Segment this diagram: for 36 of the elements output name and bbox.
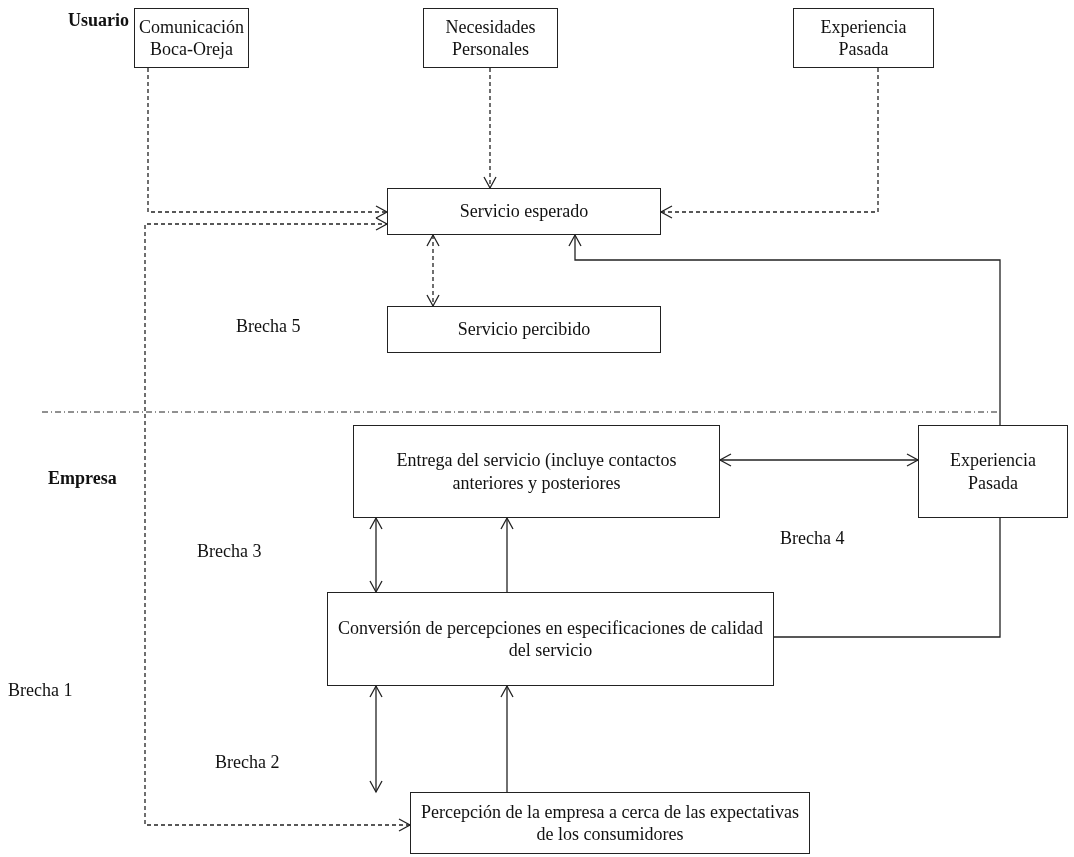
gap-label: Brecha 5	[236, 316, 301, 337]
gap-label: Brecha 2	[215, 752, 280, 773]
section-heading: Usuario	[68, 10, 129, 31]
arrow	[568, 234, 1001, 426]
box-label: Experiencia Pasada	[949, 449, 1037, 494]
process-box	[918, 425, 1068, 518]
process-box	[327, 592, 774, 686]
arrow	[369, 685, 383, 793]
arrow	[144, 217, 411, 832]
arrow	[147, 67, 388, 219]
process-box	[410, 792, 810, 854]
box-label: Servicio esperado	[459, 200, 589, 223]
box-label: Percepción de la empresa a cerca de las expectativas de los consumidores	[420, 800, 800, 846]
box-label: Entrega del servicio (incluye contactos anteriores y posteriores	[395, 449, 678, 494]
process-box	[353, 425, 720, 518]
arrow	[483, 67, 497, 189]
arrow	[660, 67, 879, 219]
gap-label: Brecha 1	[8, 680, 73, 701]
box-label: Necesidades Personales	[444, 15, 537, 61]
process-box	[134, 8, 249, 68]
process-box	[387, 306, 661, 353]
gap-label: Brecha 4	[780, 528, 845, 549]
arrow	[500, 685, 514, 793]
process-box	[423, 8, 558, 68]
box-label: Conversión de percepciones en especificaciones de calidad del servicio	[337, 616, 764, 662]
section-heading: Empresa	[48, 468, 117, 489]
process-box	[387, 188, 661, 235]
box-label: Experiencia Pasada	[819, 15, 908, 61]
gap-label: Brecha 3	[197, 541, 262, 562]
process-box	[793, 8, 934, 68]
arrow	[369, 517, 383, 593]
box-label: Comunicación Boca-Oreja	[139, 15, 244, 61]
arrow	[426, 234, 440, 307]
arrow	[719, 453, 919, 467]
box-label: Servicio percibido	[457, 318, 591, 341]
arrow	[500, 517, 514, 593]
